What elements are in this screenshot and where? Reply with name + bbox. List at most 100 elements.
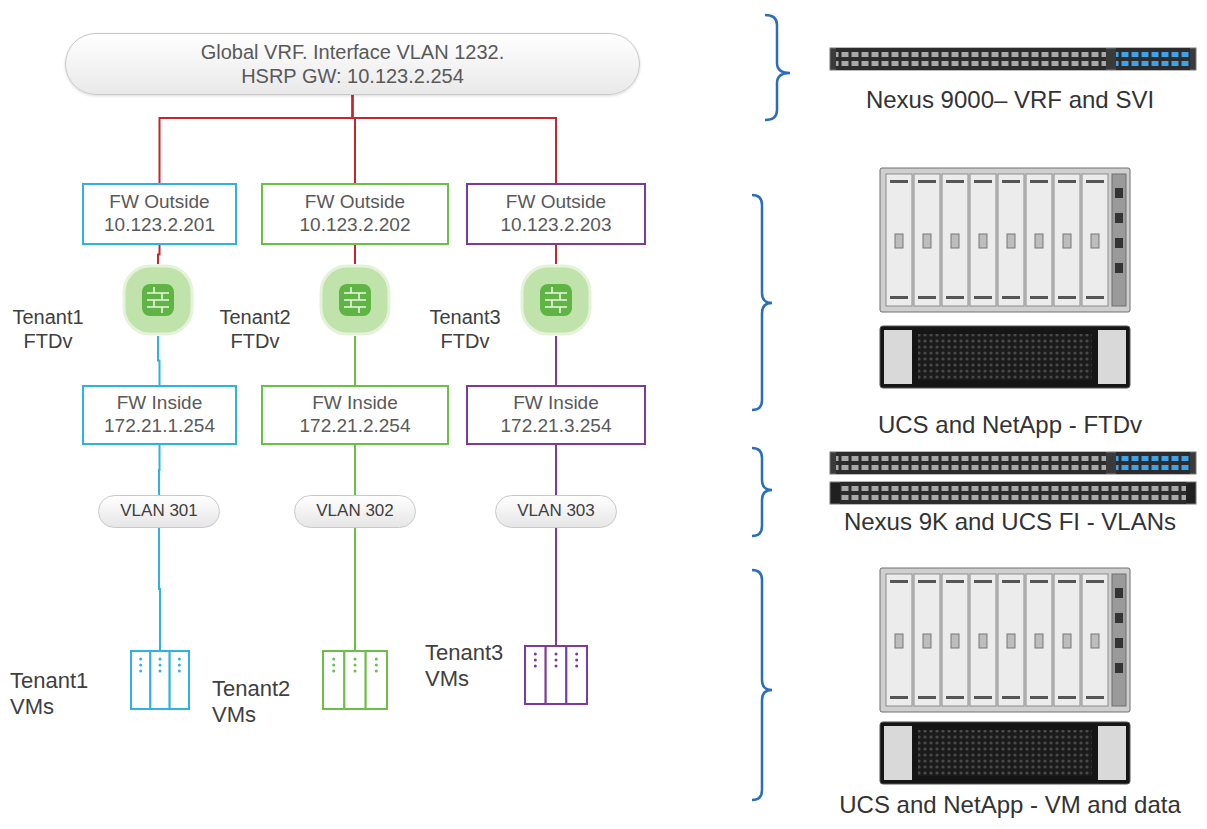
firewall-outside-box: FW Outside 10.123.2.203 <box>466 183 646 245</box>
server-outline <box>366 651 387 709</box>
connector-line <box>158 336 160 385</box>
brick-wall <box>344 287 366 313</box>
server-led <box>375 670 378 673</box>
firewall-icon: Tenant2 FTDv <box>319 264 391 336</box>
server-led <box>139 664 142 667</box>
hardware-caption: UCS and NetApp - FTDv <box>820 411 1200 439</box>
server-led <box>159 658 162 661</box>
node-text: FW Outside 10.123.2.201 <box>92 191 227 237</box>
firewall-outside-box: FW Outside 10.123.2.202 <box>261 183 449 245</box>
vm-rack-icon: Tenant2 VMs <box>322 650 388 710</box>
server-outline <box>525 646 546 704</box>
server-unit <box>566 646 587 704</box>
server-led <box>178 658 181 661</box>
server-led <box>375 664 378 667</box>
tenant-label: Tenant1 VMs <box>10 668 102 721</box>
ucs-chassis <box>880 568 1130 712</box>
server-led <box>534 653 537 656</box>
bracket <box>752 570 772 800</box>
server-led <box>178 664 181 667</box>
server-outline <box>344 651 365 709</box>
firewall-inside-box: FW Inside 172.21.3.254 <box>466 385 646 445</box>
server-led <box>139 670 142 673</box>
node-text: FW Inside 172.21.1.254 <box>92 392 227 438</box>
server-unit <box>170 651 189 709</box>
tenant-label: Tenant2 VMs <box>212 676 304 729</box>
nexus-switch <box>830 48 1196 70</box>
connector-line <box>354 245 356 264</box>
server-led <box>375 658 378 661</box>
server-led <box>354 670 357 673</box>
server-unit <box>525 646 546 704</box>
connector-line <box>354 336 356 385</box>
firewall-symbol <box>122 264 194 336</box>
server-outline <box>546 646 567 704</box>
netapp-storage <box>880 326 1130 388</box>
firewall-halo <box>321 266 389 334</box>
server-led <box>332 664 335 667</box>
server-outline <box>131 651 150 709</box>
server-unit <box>366 651 387 709</box>
brick-wall <box>147 287 169 313</box>
server-outline <box>323 651 344 709</box>
server-led <box>534 659 537 662</box>
server-led <box>178 670 181 673</box>
netapp-storage <box>880 722 1130 784</box>
server-led <box>575 659 578 662</box>
connector-line <box>555 336 557 385</box>
server-unit <box>546 646 567 704</box>
node-text: FW Outside 10.123.2.202 <box>271 191 439 237</box>
tenant-label: Tenant1 FTDv <box>3 305 93 353</box>
node-text: Global VRF. Interface VLAN 1232. HSRP GW… <box>173 40 533 88</box>
vlan-pill: VLAN 303 <box>495 495 617 528</box>
server-rack-symbol <box>130 650 190 710</box>
vlan-pill: VLAN 302 <box>294 495 416 528</box>
firewall-core <box>540 284 572 316</box>
server-led <box>139 658 142 661</box>
firewall-symbol <box>520 264 592 336</box>
server-led <box>354 664 357 667</box>
brick-wall <box>545 287 567 313</box>
tenant-label: Tenant3 FTDv <box>420 305 510 353</box>
connector-line <box>555 445 557 495</box>
server-led <box>555 659 558 662</box>
server-led <box>159 664 162 667</box>
server-rack-symbol <box>524 645 588 705</box>
firewall-core <box>142 284 174 316</box>
tenant-label: Tenant3 VMs <box>425 640 517 693</box>
server-led <box>354 658 357 661</box>
hardware-caption: Nexus 9K and UCS FI - VLANs <box>820 508 1200 536</box>
vrf-gateway-box: Global VRF. Interface VLAN 1232. HSRP GW… <box>65 33 640 95</box>
server-led <box>555 665 558 668</box>
node-text: FW Outside 10.123.2.203 <box>476 191 636 237</box>
server-rack-symbol <box>322 650 388 710</box>
firewall-core <box>339 284 371 316</box>
server-led <box>575 653 578 656</box>
server-outline <box>566 646 587 704</box>
vm-rack-icon: Tenant3 VMs <box>524 645 588 705</box>
firewall-icon: Tenant3 FTDv <box>520 264 592 336</box>
brackets <box>752 15 790 800</box>
connector-line <box>555 528 557 645</box>
firewall-inside-box: FW Inside 172.21.2.254 <box>261 385 449 445</box>
server-unit <box>344 651 365 709</box>
connector-line <box>159 528 160 650</box>
server-led <box>575 665 578 668</box>
firewall-halo <box>124 266 192 334</box>
connector-line <box>353 95 557 183</box>
server-unit <box>131 651 150 709</box>
ucs-chassis <box>880 168 1130 312</box>
server-led <box>332 670 335 673</box>
bracket <box>765 15 790 120</box>
tenant-label: Tenant2 FTDv <box>210 305 300 353</box>
connector-line <box>158 445 161 495</box>
bracket <box>752 448 772 536</box>
connector-line <box>158 245 160 264</box>
firewall-inside-box: FW Inside 172.21.1.254 <box>82 385 237 445</box>
hardware-caption: Nexus 9000– VRF and SVI <box>820 86 1200 114</box>
node-text: VLAN 301 <box>120 501 198 521</box>
server-unit <box>323 651 344 709</box>
connector-line <box>354 528 356 650</box>
node-text: VLAN 303 <box>517 501 595 521</box>
server-led <box>555 653 558 656</box>
